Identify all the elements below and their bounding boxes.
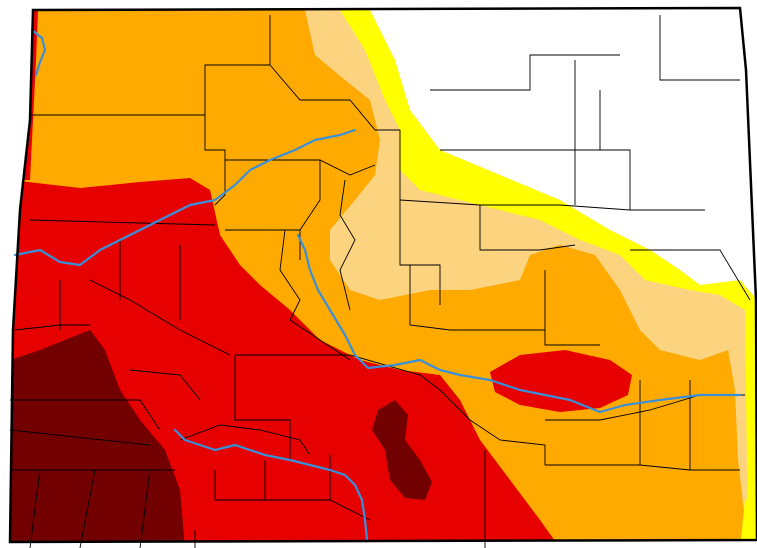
county-line [630, 249, 751, 301]
rivers-layer [13, 28, 742, 542]
county-line [30, 15, 271, 116]
county-line [399, 199, 631, 211]
county-line [234, 355, 291, 460]
county-line [179, 424, 311, 456]
county-line [129, 369, 201, 401]
county-line [29, 219, 216, 226]
county-line [659, 15, 740, 81]
county-line [235, 354, 441, 391]
county-line [89, 279, 231, 356]
county-line [399, 130, 441, 305]
county-line [409, 265, 545, 331]
county-line [214, 470, 371, 521]
county-line [269, 64, 400, 131]
river-colorado [13, 128, 357, 267]
county-line [9, 429, 151, 446]
river-rio-grande [173, 428, 369, 542]
county-line [545, 464, 740, 471]
drought-zone-d4-san-luis [372, 400, 432, 500]
county-line [299, 160, 321, 260]
county-line [439, 389, 546, 465]
county-line [339, 179, 356, 311]
drought-zone-d0-southeast [740, 495, 757, 542]
county-line [79, 469, 96, 548]
county-line [139, 469, 151, 548]
county-line [29, 469, 41, 548]
county-line [279, 229, 301, 321]
county-line [204, 115, 226, 206]
county-line [440, 149, 705, 211]
county-line [289, 319, 351, 361]
county-line [10, 399, 161, 431]
county-boundaries [9, 15, 751, 548]
drought-zone-d3-east [490, 350, 632, 412]
county-line [430, 54, 620, 91]
county-line [479, 205, 576, 251]
river-arkansas [296, 233, 742, 414]
river-yampa [30, 28, 47, 77]
state-border [8, 6, 757, 544]
county-line [544, 270, 600, 346]
